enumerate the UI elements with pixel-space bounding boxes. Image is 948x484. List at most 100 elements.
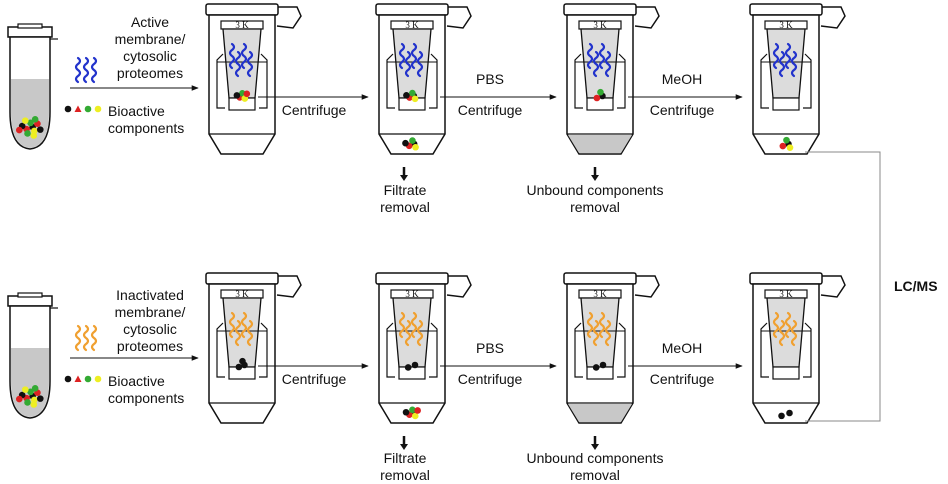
filter-3k-label: 3 K — [405, 289, 419, 299]
insert-tip — [586, 366, 614, 380]
filter-hinge — [276, 6, 302, 29]
filter-3k-label: 3 K — [405, 20, 419, 30]
filter-cap — [205, 3, 279, 16]
bound-dot — [243, 90, 251, 98]
filter-hinge — [446, 275, 472, 298]
insert-wing-right — [617, 53, 626, 109]
legend-component-dot — [94, 375, 102, 383]
top-input-line-4: proteomes — [116, 65, 184, 81]
filter-bottom-liquid — [568, 404, 632, 422]
protein-strand — [240, 311, 248, 339]
bound-dot — [409, 89, 416, 97]
sample-dot — [31, 384, 39, 392]
protein-strand — [790, 319, 798, 347]
sample-dot — [24, 130, 31, 137]
top-removal2-arrow-head — [591, 175, 599, 181]
sample-dot — [24, 399, 31, 406]
eluted-dot — [411, 412, 419, 420]
insert-wing-left — [386, 322, 395, 378]
protein-strand — [398, 311, 406, 339]
legend-component-dot — [64, 375, 72, 383]
filter-cap — [375, 272, 449, 285]
sample-dot — [16, 126, 23, 134]
bottom-filter-3: 3 K — [563, 272, 660, 424]
filter-hinge — [634, 275, 660, 298]
bound-dot — [593, 94, 601, 102]
tube-liquid — [11, 348, 49, 417]
insert-wing-right — [803, 53, 812, 109]
sample-dot — [36, 395, 44, 402]
legend-protein-inactive — [90, 324, 98, 352]
bottom-removal1-line-2: removal — [380, 467, 430, 483]
insert-wing-right — [259, 322, 268, 378]
protein-strand — [598, 311, 606, 339]
insert-tip — [228, 366, 256, 380]
insert-tip — [398, 366, 426, 380]
insert-wing-right — [617, 322, 626, 378]
protein-strand — [416, 319, 424, 347]
protein-strand — [416, 50, 424, 78]
top-step3-reagent: MeOH — [661, 71, 703, 87]
top-components-label: Bioactive components — [108, 103, 184, 137]
top-input-line-3: cytosolic — [123, 48, 177, 64]
protein-strand — [410, 42, 418, 70]
bottom-filter-2: 3 K — [375, 272, 472, 424]
protein-strand — [234, 50, 242, 78]
eluted-dot — [409, 137, 416, 144]
filter-cap — [749, 3, 823, 16]
legend-component-dot — [84, 375, 92, 383]
filter-hinge — [276, 275, 302, 298]
filter-bottom-liquid — [568, 135, 632, 153]
bound-dot — [411, 361, 419, 369]
bottom-step2-reagent: PBS — [475, 340, 504, 356]
protein-strand — [246, 319, 254, 347]
eluted-dot — [778, 412, 785, 420]
eluted-dot — [786, 144, 794, 151]
top-removal1-arrow-head — [400, 175, 408, 181]
tube-liquid — [11, 79, 49, 148]
bound-dot — [235, 363, 243, 371]
sample-dot — [21, 386, 29, 393]
protein-strand — [784, 311, 792, 339]
eluted-dot — [402, 408, 410, 416]
filter-cap — [563, 3, 637, 16]
filter-3k-label: 3 K — [593, 289, 607, 299]
filter-3k-label: 3 K — [779, 289, 793, 299]
protein-strand — [228, 42, 236, 70]
top-sample-tube — [7, 23, 58, 150]
top-filter-3: 3 K — [563, 3, 660, 155]
top-filter-2: 3 K — [375, 3, 472, 155]
legend-component-dot — [64, 105, 72, 113]
top-filter-1: 3 K — [205, 3, 302, 155]
sample-dot — [36, 126, 44, 133]
sample-dot — [30, 401, 38, 408]
protein-strand — [598, 42, 606, 70]
legend-protein-inactive — [82, 324, 90, 352]
sample-dot — [27, 388, 34, 396]
sample-dot — [31, 115, 39, 123]
protein-strand — [404, 50, 412, 78]
bound-dot — [233, 92, 241, 99]
top-components-line-2: components — [108, 120, 185, 136]
insert-wing-left — [760, 322, 769, 378]
bottom-step1-label: Centrifuge — [281, 371, 347, 387]
bottom-filter-4: 3 K — [749, 272, 846, 424]
legend-component-triangle — [74, 375, 82, 382]
filter-3k-label: 3 K — [593, 20, 607, 30]
protein-strand — [410, 311, 418, 339]
insert-wing-right — [429, 322, 438, 378]
top-step1-label: Centrifuge — [281, 102, 347, 118]
bottom-sample-tube — [7, 292, 58, 419]
eluted-dot — [409, 406, 416, 414]
protein-strand — [246, 50, 254, 78]
bottom-input-label: Inactivated membrane/ cytosolic proteome… — [95, 287, 205, 355]
bottom-input-line-1: Inactivated — [116, 287, 184, 303]
legend-component-dot — [94, 105, 102, 113]
bound-dot — [599, 361, 607, 369]
sample-dot — [21, 117, 29, 124]
eluted-dot — [412, 143, 419, 151]
bottom-filter-1: 3 K — [205, 272, 302, 424]
protein-strand — [234, 319, 242, 347]
protein-strand — [784, 42, 792, 70]
bottom-removal2-arrow-head — [591, 444, 599, 450]
